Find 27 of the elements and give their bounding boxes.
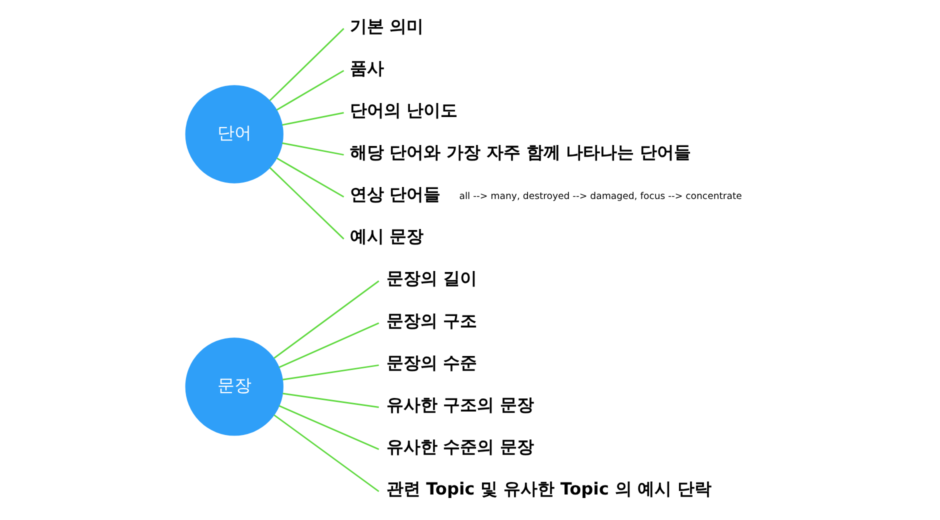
connector [278, 322, 380, 368]
connector [274, 280, 380, 359]
node-text: 단어의 난이도 [350, 100, 458, 120]
connector [282, 392, 379, 408]
node-text: 품사 [350, 58, 384, 78]
node-text: 관련 Topic 및 유사한 Topic 의 예시 단락 [386, 478, 712, 499]
connector [274, 414, 380, 492]
connector [282, 364, 379, 380]
connector [276, 158, 344, 198]
connector [276, 70, 344, 111]
node-text: 문장의 구조 [386, 310, 478, 330]
connector [269, 167, 344, 240]
connector [282, 112, 344, 126]
connector [278, 405, 380, 450]
node-label: all --> many, destroyed --> damaged, focus --> concentrate [459, 191, 742, 202]
node-circle: 문장 [185, 338, 284, 436]
node-text: 연상 단어들 [350, 184, 441, 204]
node-text: 기본 의미 [350, 16, 424, 36]
connector [269, 28, 344, 102]
node-circle: 단어 [185, 85, 284, 184]
connector [282, 142, 344, 156]
node-text: 유사한 구조의 문장 [386, 394, 534, 414]
node-text: 예시 문장 [350, 226, 424, 246]
node-text: 문장의 길이 [386, 268, 478, 288]
node-text: 문장의 수준 [386, 352, 478, 372]
node-text: 해당 단어와 가장 자주 함께 나타나는 단어들 [350, 142, 691, 162]
node-text: 유사한 수준의 문장 [386, 436, 534, 457]
